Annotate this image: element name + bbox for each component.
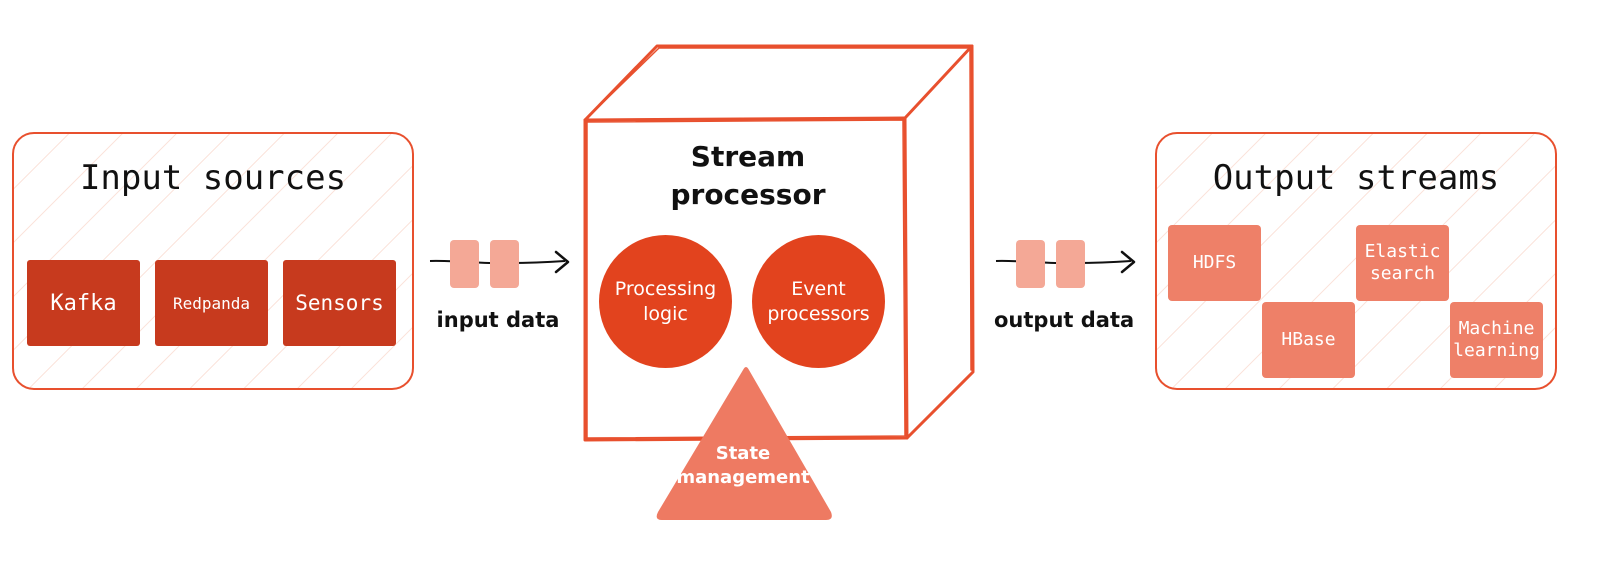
output-streams-title: Output streams	[1212, 158, 1500, 198]
data-packet	[450, 240, 479, 288]
source-sensors: Sensors	[283, 260, 396, 346]
source-kafka: Kafka	[27, 260, 140, 346]
source-redpanda: Redpanda	[155, 260, 268, 346]
state-management-label: State management	[676, 443, 810, 489]
output-hdfs: HDFS	[1168, 225, 1261, 301]
output-machine-learning: Machine learning	[1450, 302, 1543, 378]
output-elasticsearch: Elastic search	[1356, 225, 1449, 301]
data-packet	[490, 240, 519, 288]
data-packet	[1016, 240, 1045, 288]
processing-logic-circle: Processing logic	[599, 235, 732, 368]
state-management-triangle	[656, 367, 832, 520]
event-processors-circle: Event processors	[752, 235, 885, 368]
input-data-arrow	[429, 240, 570, 288]
output-data-arrow	[995, 240, 1136, 288]
output-hbase: HBase	[1262, 302, 1355, 378]
data-packet	[1056, 240, 1085, 288]
input-data-label: input data	[436, 308, 560, 332]
stream-processor-title: Stream processor	[670, 140, 826, 211]
input-sources-title: Input sources	[79, 158, 347, 198]
output-data-label: output data	[994, 308, 1135, 332]
